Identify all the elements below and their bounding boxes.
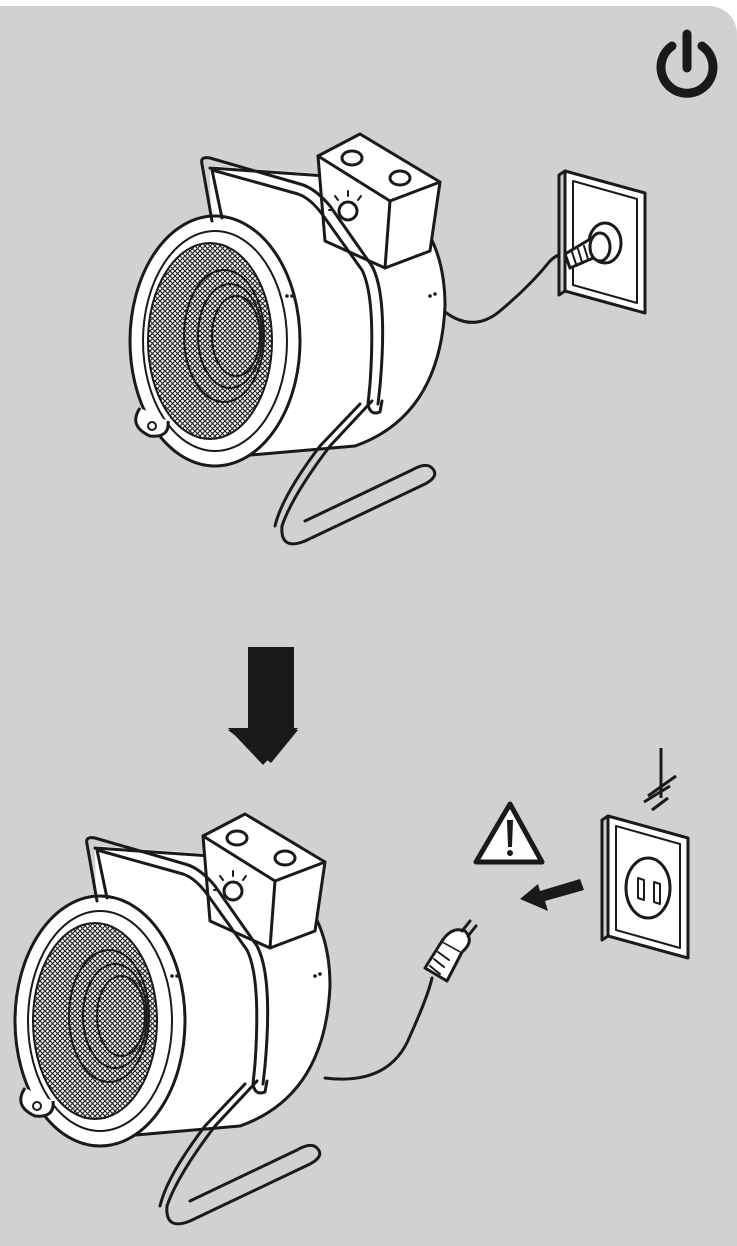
heater-unplugged <box>13 748 690 1226</box>
no-earth-symbol-icon <box>643 748 677 812</box>
unplug-arrow-icon <box>520 879 584 911</box>
warning-icon <box>473 801 545 865</box>
down-arrow-icon <box>228 647 298 765</box>
power-icon <box>656 29 718 98</box>
instruction-panel <box>0 6 737 1246</box>
plug <box>423 919 478 983</box>
instruction-illustration <box>13 29 718 1226</box>
empty-wall-socket <box>600 814 690 960</box>
plug-inserted <box>563 231 612 270</box>
heater-plugged-in <box>128 132 647 546</box>
